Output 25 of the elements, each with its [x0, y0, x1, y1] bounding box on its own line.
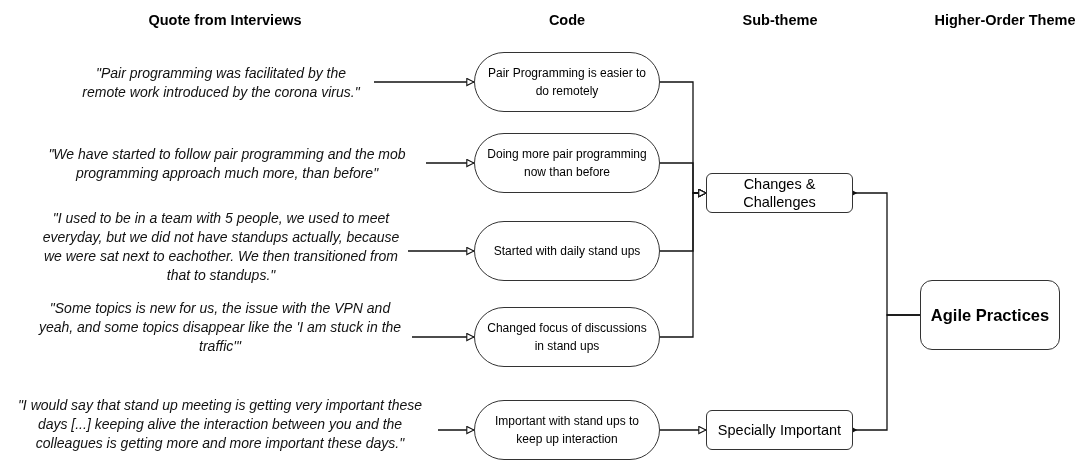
code-pill: Started with daily stand ups: [474, 221, 660, 281]
connector-arrow: [659, 188, 707, 338]
theme-box: Agile Practices: [920, 280, 1060, 350]
quote-text: "Some topics is new for us, the issue with the VPN and yeah, and some topics disappear like the 'I am stuck in the traffic'": [34, 296, 406, 358]
quote-text: "I would say that stand up meeting is getting very important these days [...] keeping alive the interaction between you and the colleagues is getting more and more important these days.": [8, 384, 432, 464]
subtheme-box: Changes & Challenges: [706, 173, 853, 213]
column-heading: Quote from Interviews: [148, 11, 302, 30]
connector-arrow: [852, 314, 921, 433]
code-pill: Pair Programming is easier to do remotely: [474, 52, 660, 112]
connector-arrow: [425, 158, 475, 168]
column-heading: Code: [548, 11, 586, 30]
connector-arrow: [659, 425, 707, 435]
quote-text: "I used to be in a team with 5 people, we used to meet everyday, but we did not have standups actually, because we were sat next to eachother. We then transitioned from that to standups.": [40, 206, 402, 288]
column-heading: Higher-Order Theme: [934, 11, 1076, 30]
connector-arrow: [411, 332, 475, 342]
column-heading: Sub-theme: [742, 11, 818, 30]
connector-arrow: [373, 77, 475, 87]
code-pill: Doing more pair programming now than before: [474, 133, 660, 193]
connector-arrow: [437, 425, 475, 435]
connector-arrow: [407, 246, 475, 256]
code-pill: Changed focus of discussions in stand ups: [474, 307, 660, 367]
subtheme-box: Specially Important: [706, 410, 853, 450]
code-pill: Important with stand ups to keep up interaction: [474, 400, 660, 460]
quote-text: "Pair programming was facilitated by the remote work introduced by the corona virus.": [74, 52, 368, 114]
quote-text: "We have started to follow pair programming and the mob programming approach much more, than before": [34, 143, 420, 185]
